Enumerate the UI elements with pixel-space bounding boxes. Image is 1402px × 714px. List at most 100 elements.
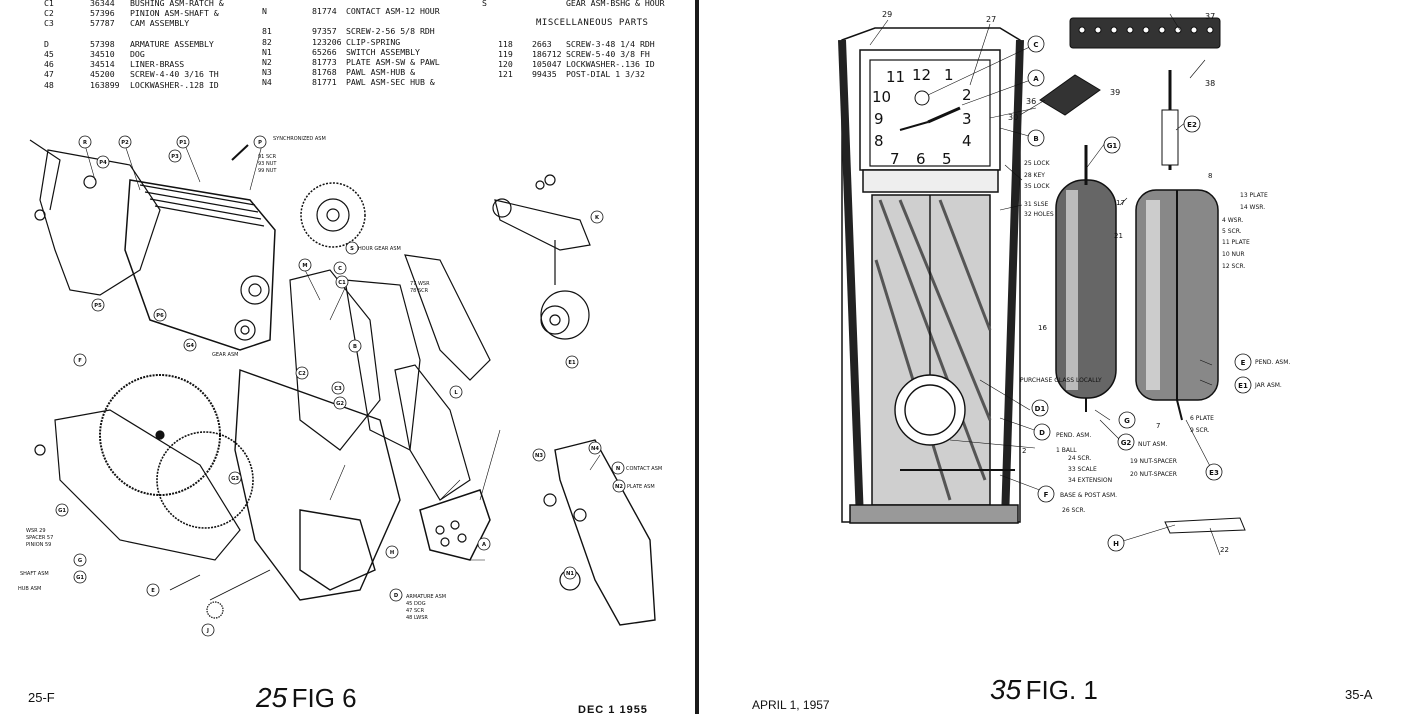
svg-text:C1: C1 [338, 280, 346, 286]
part-ref: 48 [44, 79, 54, 90]
part-desc: CAM ASSEMBLY [130, 18, 190, 29]
svg-text:G1: G1 [58, 508, 66, 514]
label-20-nut-spacer: 20 NUT-SPACER [1130, 471, 1177, 478]
svg-text:F: F [78, 358, 82, 364]
dial-3: 3 [962, 110, 972, 128]
svg-text:78 SCR: 78 SCR [410, 288, 429, 294]
dial-10: 10 [872, 88, 891, 106]
dial-2: 2 [962, 86, 972, 104]
svg-text:C: C [338, 266, 342, 272]
label-24-scr: 24 SCR. [1068, 455, 1091, 462]
svg-text:E2: E2 [1187, 121, 1197, 129]
svg-text:G3: G3 [231, 476, 239, 482]
contact-block [419, 489, 491, 561]
svg-text:P1: P1 [179, 140, 187, 146]
part-num: 97357 [312, 26, 337, 37]
part-ref: C1 [44, 0, 54, 8]
figure-caption-left: 25 FIG 6 [256, 682, 357, 714]
part-ref: 119 [498, 48, 513, 59]
part-desc: CLIP-SPRING [346, 36, 401, 47]
synchronized-gear [300, 182, 366, 248]
figure-number-left: 25 [256, 682, 288, 713]
label-5-scr: 5 SCR. [1222, 228, 1242, 235]
svg-text:N2: N2 [615, 484, 623, 490]
part-ref: 120 [498, 59, 513, 70]
label-25-lock: 25 LOCK [1024, 160, 1051, 167]
part-ref: N2 [262, 56, 272, 67]
right-catalog-page: 11 12 1 2 3 4 5 6 7 8 9 10 [700, 0, 1402, 714]
label-26-scr: 26 SCR. [1062, 507, 1085, 514]
clock-dial [869, 59, 991, 167]
part-ref: C2 [44, 8, 54, 19]
label-base-post-asm: BASE & POST ASM. [1060, 492, 1117, 499]
svg-text:P: P [258, 140, 262, 146]
pulley [540, 290, 590, 340]
center-frame [234, 369, 401, 601]
part-ref: 46 [44, 59, 54, 70]
part-desc: PLATE ASM-SW & PAWL [346, 56, 440, 67]
dial-4: 4 [962, 132, 972, 150]
svg-text:37: 37 [1205, 12, 1215, 21]
svg-text:J: J [206, 628, 209, 634]
pendulum [894, 195, 1015, 471]
label-33-scale: 33 SCALE [1068, 466, 1097, 473]
svg-text:2: 2 [1022, 447, 1026, 455]
svg-text:PINION 59: PINION 59 [26, 542, 51, 548]
publication-date: APRIL 1, 1957 [752, 698, 830, 712]
svg-text:29: 29 [882, 10, 892, 19]
svg-text:22: 22 [1220, 546, 1229, 554]
svg-text:36: 36 [1026, 97, 1036, 106]
svg-text:E3: E3 [1209, 469, 1219, 477]
part-desc: POST-DIAL 1 3/32 [566, 69, 645, 80]
part-num: 81773 [312, 56, 337, 67]
label-13-plate: 13 PLATE [1240, 192, 1268, 199]
part-num: 45200 [90, 69, 115, 80]
svg-text:M: M [302, 263, 307, 269]
part-desc: CONTACT ASM-12 HOUR [346, 6, 440, 16]
svg-text:30: 30 [1008, 113, 1018, 122]
left-mercury-jar [1055, 145, 1117, 412]
part-num: 163899 [90, 79, 120, 90]
dial-1: 1 [944, 66, 954, 84]
part-ref: 47 [44, 69, 54, 80]
svg-text:G: G [78, 558, 82, 564]
figure-label-right: FIG. 1 [1025, 675, 1098, 705]
svg-text:99 NUT: 99 NUT [258, 168, 277, 174]
page-code-left: 25-F [28, 690, 55, 705]
svg-text:N3: N3 [535, 453, 543, 459]
part-num: 81768 [312, 67, 337, 78]
svg-text:E: E [151, 588, 155, 594]
part-ref: 118 [498, 38, 513, 49]
svg-text:27: 27 [986, 15, 996, 24]
svg-text:G1: G1 [1107, 142, 1118, 150]
label-14-wsr: 14 WSR. [1240, 204, 1265, 211]
svg-text:8: 8 [1208, 172, 1212, 180]
part-desc: DOG [130, 48, 145, 59]
terminal-strip [1039, 17, 1221, 170]
dial-11: 11 [886, 68, 905, 86]
label-10-nur: 10 NUR [1222, 251, 1245, 258]
label-35-lock: 35 LOCK [1024, 183, 1051, 190]
svg-text:C3: C3 [334, 386, 342, 392]
part-desc: SCREW-2-56 5/8 RDH [346, 26, 435, 37]
svg-text:S: S [350, 246, 354, 252]
figure-caption-right: 35 FIG. 1 [990, 674, 1098, 706]
label-9-scr: 9 SCR. [1190, 427, 1210, 434]
dial-7: 7 [890, 150, 900, 168]
svg-text:HOUR GEAR ASM: HOUR GEAR ASM [358, 246, 401, 252]
part-ref: N1 [262, 46, 272, 57]
parts-list-row [40, 29, 260, 39]
part-desc: LINER-BRASS [130, 59, 185, 70]
contact-arm [494, 199, 591, 251]
svg-text:GEAR ASM: GEAR ASM [212, 352, 238, 358]
